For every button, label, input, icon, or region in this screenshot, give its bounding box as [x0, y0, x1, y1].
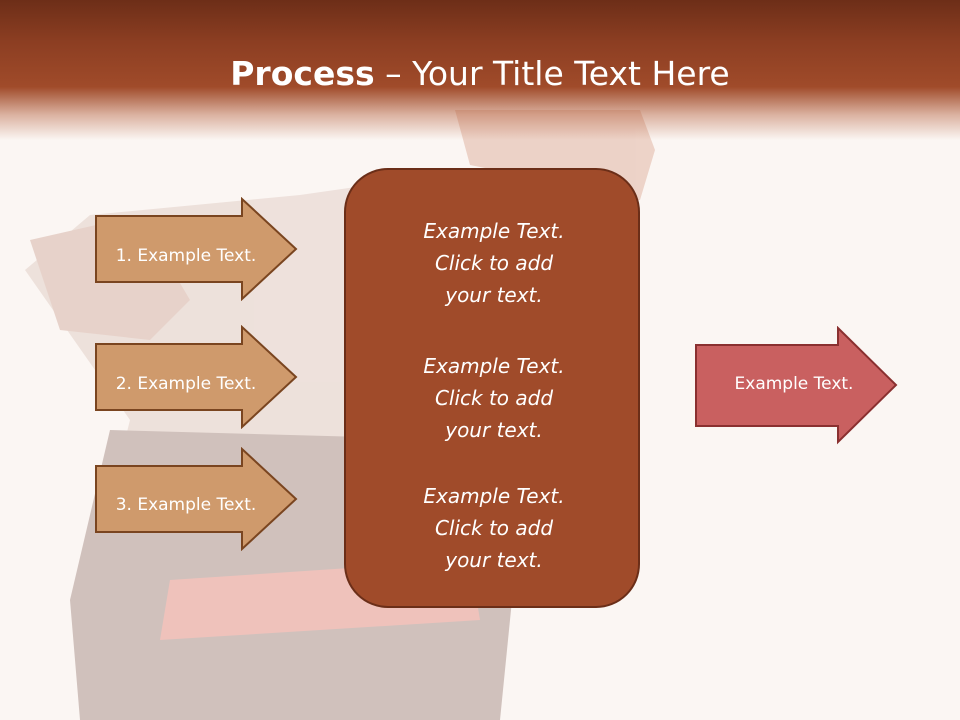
step-label-2: 2. Example Text.: [115, 374, 257, 394]
step-label-1: 1. Example Text.: [115, 246, 257, 266]
title-bold: Process: [230, 54, 375, 93]
center-text-box[interactable]: Example Text. Click to add your text. Ex…: [344, 168, 640, 608]
center-item-1-line-2: Click to add: [434, 251, 554, 275]
center-item-3-line-3: your text.: [445, 548, 543, 572]
step-arrow-3[interactable]: [94, 447, 300, 551]
result-arrow[interactable]: [694, 326, 900, 446]
step-label-3: 3. Example Text.: [115, 495, 257, 515]
center-item-2-line-3: your text.: [445, 418, 543, 442]
center-item-1-line-1: Example Text.: [423, 219, 565, 243]
step-arrow-1[interactable]: [94, 197, 300, 301]
step-arrow-2[interactable]: [94, 325, 300, 429]
center-item-2: Example Text. Click to add your text.: [346, 350, 642, 446]
center-item-1-line-3: your text.: [445, 283, 543, 307]
center-item-3-line-1: Example Text.: [423, 484, 565, 508]
title-rest: – Your Title Text Here: [374, 54, 730, 93]
result-label: Example Text.: [734, 374, 854, 394]
center-item-2-line-2: Click to add: [434, 386, 554, 410]
slide-title: Process – Your Title Text Here: [0, 52, 960, 96]
center-item-3: Example Text. Click to add your text.: [346, 480, 642, 576]
center-item-1: Example Text. Click to add your text.: [346, 215, 642, 311]
header-bar: [0, 0, 960, 140]
center-item-2-line-1: Example Text.: [423, 354, 565, 378]
center-item-3-line-2: Click to add: [434, 516, 554, 540]
